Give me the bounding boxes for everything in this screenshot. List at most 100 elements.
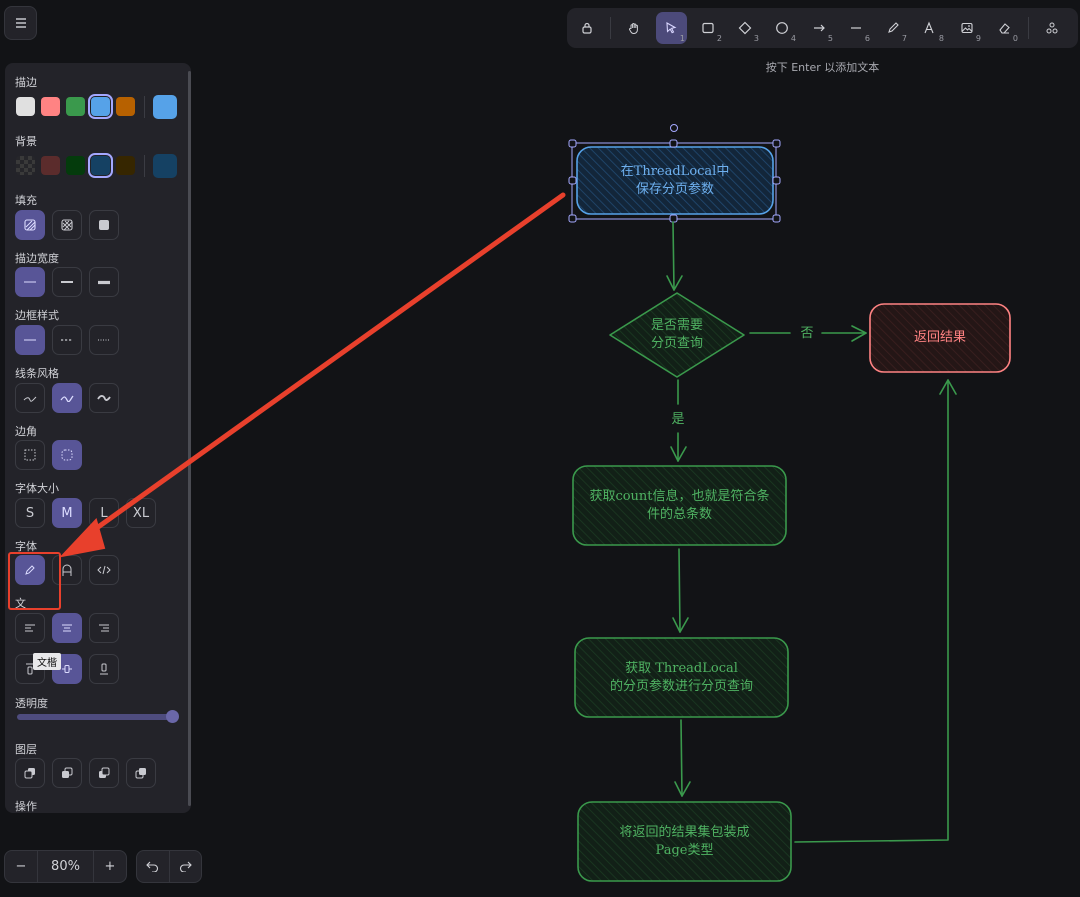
fill-solid-button[interactable]: [89, 210, 119, 240]
node-return-result-text: 返回结果: [913, 330, 966, 345]
stroke-current-color[interactable]: [153, 95, 177, 119]
stroke-label: 描边: [15, 76, 37, 89]
lock-tool[interactable]: [571, 12, 602, 44]
library-tool[interactable]: [1037, 12, 1068, 44]
font-size-xl-button[interactable]: XL: [126, 498, 156, 528]
hachure-fill-icon: [24, 219, 36, 231]
text-icon: [924, 21, 934, 34]
thin-line-icon: [24, 281, 36, 283]
stroke-swatch-green[interactable]: [66, 97, 85, 116]
redo-icon: [179, 861, 192, 872]
stroke-swatch-white[interactable]: [16, 97, 35, 116]
font-size-label: 字体大小: [15, 482, 59, 495]
edges-sharp-button[interactable]: [15, 440, 45, 470]
valign-bottom-button[interactable]: [89, 654, 119, 684]
node-paged-query-text: 获取 ThreadLocal 的分页参数进行分页查询: [575, 638, 788, 717]
sloppiness-artist-button[interactable]: [52, 383, 82, 413]
stroke-width-extra-bold-button[interactable]: [89, 267, 119, 297]
stroke-style-dotted-button[interactable]: [89, 325, 119, 355]
image-tool[interactable]: 9: [952, 12, 983, 44]
align-center-button[interactable]: [52, 613, 82, 643]
stroke-swatch-blue[interactable]: [88, 94, 113, 119]
valign-middle-icon: [62, 665, 72, 673]
panel-scrollbar[interactable]: [188, 71, 191, 806]
align-right-button[interactable]: [89, 613, 119, 643]
draw-tool[interactable]: 7: [878, 12, 909, 44]
fill-hachure-button[interactable]: [15, 210, 45, 240]
valign-top-icon: [26, 663, 34, 675]
undo-icon: [146, 861, 159, 872]
zoom-out-button[interactable]: −: [15, 859, 27, 874]
hand-tool[interactable]: [619, 12, 650, 44]
opacity-slider-track[interactable]: [17, 714, 175, 720]
sloppiness-cartoonist-button[interactable]: [89, 383, 119, 413]
arrow-tool[interactable]: 5: [804, 12, 835, 44]
text-align-label: 文: [15, 597, 26, 610]
rectangle-tool[interactable]: 2: [693, 12, 724, 44]
extra-bold-line-icon: [98, 280, 110, 284]
node-save-params-line1: 在ThreadLocal中: [620, 163, 730, 179]
arrow-1-to-decision[interactable]: [672, 221, 675, 291]
edges-round-button[interactable]: [52, 440, 82, 470]
canvas-hint: 按下 Enter 以添加文本: [765, 61, 880, 74]
eraser-icon: [999, 23, 1011, 34]
selection-tool[interactable]: 1: [655, 12, 687, 44]
selection-icon: [666, 22, 677, 34]
node-get-count-text: 获取count信息，也就是符合条 件的总条数: [573, 466, 786, 545]
fill-crosshatch-button[interactable]: [52, 210, 82, 240]
ellipse-tool[interactable]: 4: [767, 12, 798, 44]
zoom-in-button[interactable]: +: [104, 859, 116, 874]
fill-label: 填充: [15, 194, 37, 207]
font-size-medium-button[interactable]: M: [52, 498, 82, 528]
bg-swatch-green[interactable]: [66, 156, 85, 175]
bg-swatch-blue[interactable]: [88, 153, 113, 178]
node-get-count-line2: 件的总条数: [646, 506, 712, 522]
bg-swatch-red[interactable]: [41, 156, 60, 175]
send-backward-icon: [62, 767, 73, 778]
redo-button[interactable]: [170, 851, 202, 882]
send-to-back-button[interactable]: [15, 758, 45, 788]
font-size-large-button[interactable]: L: [89, 498, 119, 528]
font-handdrawn-button[interactable]: [15, 555, 45, 585]
node-wrap-page-line2: Page类型: [655, 842, 714, 858]
line-tool[interactable]: 6: [841, 12, 872, 44]
bring-forward-button[interactable]: [89, 758, 119, 788]
text-tool[interactable]: 8: [915, 12, 946, 44]
stroke-style-dashed-button[interactable]: [52, 325, 82, 355]
undo-button[interactable]: [137, 851, 170, 882]
arrow-paging-to-wrap[interactable]: [680, 719, 683, 797]
arrow-wrap-to-result[interactable]: [794, 379, 949, 843]
sloppiness-label: 线条风格: [15, 367, 59, 380]
arrow-icon: [814, 24, 826, 32]
bring-to-front-button[interactable]: [126, 758, 156, 788]
font-size-small-button[interactable]: S: [15, 498, 45, 528]
align-center-icon: [62, 624, 72, 632]
node-wrap-page-text: 将返回的结果集包装成 Page类型: [578, 802, 791, 881]
opacity-slider-thumb[interactable]: [166, 710, 179, 723]
stroke-swatch-red[interactable]: [41, 97, 60, 116]
annotation-highlight-box: [8, 552, 61, 610]
zoom-level[interactable]: 80%: [37, 851, 94, 882]
stroke-width-label: 描边宽度: [15, 252, 59, 265]
font-code-button[interactable]: [89, 555, 119, 585]
pencil-icon: [25, 565, 35, 575]
diamond-tool[interactable]: 3: [730, 12, 761, 44]
node-get-count-line1: 获取count信息，也就是符合条: [589, 488, 770, 504]
hand-icon: [629, 23, 639, 34]
send-backward-button[interactable]: [52, 758, 82, 788]
stroke-swatch-orange[interactable]: [116, 97, 135, 116]
sloppiness-architect-button[interactable]: [15, 383, 45, 413]
bg-swatch-transparent[interactable]: [16, 156, 35, 175]
arrow-count-to-paging[interactable]: [678, 548, 681, 633]
node-paged-query-line1: 获取 ThreadLocal: [625, 660, 738, 676]
eraser-tool[interactable]: 0: [989, 12, 1020, 44]
pencil-icon: [888, 22, 900, 33]
stroke-width-bold-button[interactable]: [52, 267, 82, 297]
bg-current-color[interactable]: [153, 154, 177, 178]
align-right-icon: [99, 624, 109, 632]
main-menu-button[interactable]: [4, 6, 37, 40]
stroke-width-thin-button[interactable]: [15, 267, 45, 297]
align-left-button[interactable]: [15, 613, 45, 643]
stroke-style-solid-button[interactable]: [15, 325, 45, 355]
bg-swatch-orange[interactable]: [116, 156, 135, 175]
